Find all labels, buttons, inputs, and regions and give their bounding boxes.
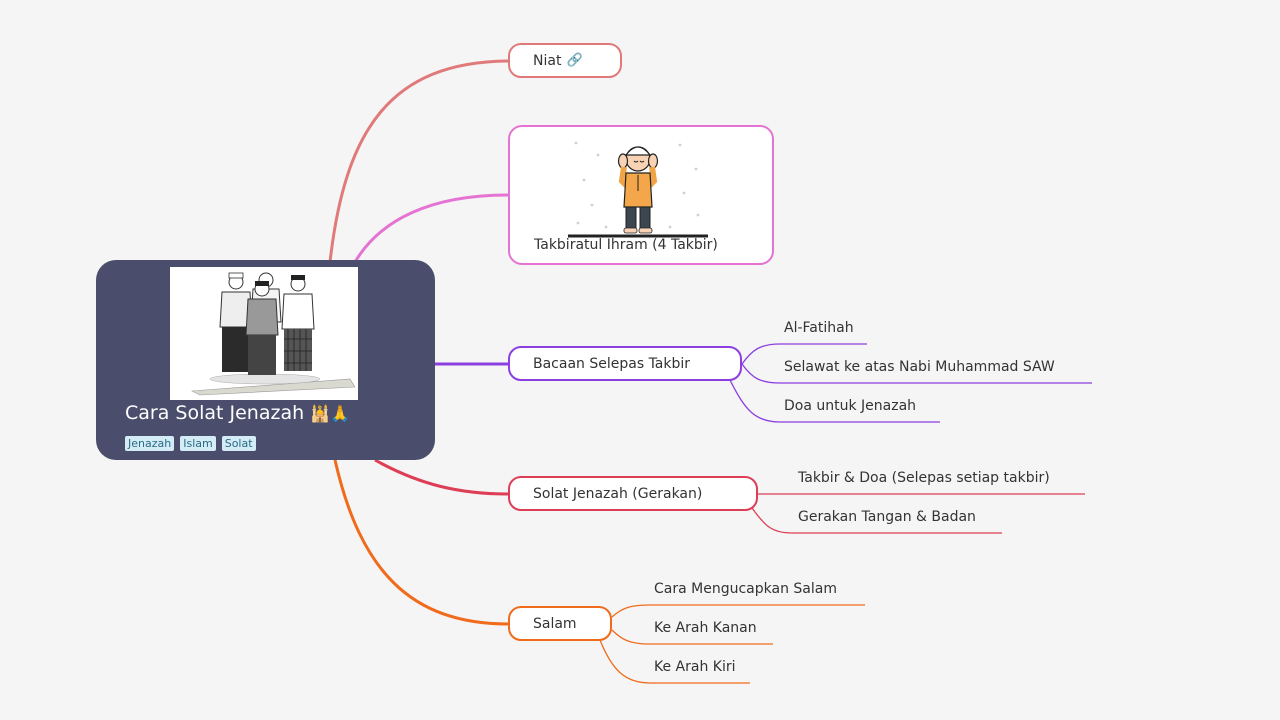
root-tags: Jenazah Islam Solat bbox=[125, 436, 256, 451]
topic-niat[interactable]: Niat 🔗 bbox=[508, 43, 622, 78]
connector-salam-3 bbox=[599, 639, 750, 684]
subtopic-selawat[interactable]: Selawat ke atas Nabi Muhammad SAW bbox=[784, 359, 1055, 375]
connector-salam-1 bbox=[611, 604, 865, 618]
subtopic-cara-salam[interactable]: Cara Mengucapkan Salam bbox=[654, 581, 837, 597]
root-title: Cara Solat Jenazah 🕌🙏 bbox=[125, 402, 350, 424]
connector-salam-2 bbox=[611, 629, 773, 645]
subtopic-gerakan-tangan[interactable]: Gerakan Tangan & Badan bbox=[798, 509, 976, 525]
subtopic-doa-jenazah[interactable]: Doa untuk Jenazah bbox=[784, 398, 917, 414]
topic-bacaan-label: Bacaan Selepas Takbir bbox=[533, 355, 691, 372]
tag-jenazah[interactable]: Jenazah bbox=[125, 436, 175, 451]
topic-takbiratul-ihram-label: Takbiratul Ihram (4 Takbir) bbox=[534, 237, 718, 253]
topic-salam[interactable]: Salam bbox=[508, 606, 612, 641]
connector-solat-2 bbox=[751, 507, 1002, 534]
subtopic-arah-kanan[interactable]: Ke Arah Kanan bbox=[654, 620, 757, 636]
topic-takbiratul-ihram[interactable]: Takbiratul Ihram (4 Takbir) bbox=[508, 125, 774, 265]
root-topic[interactable]: Cara Solat Jenazah 🕌🙏 Jenazah Islam Sola… bbox=[96, 260, 435, 460]
subtopic-al-fatihah[interactable]: Al-Fatihah bbox=[784, 320, 854, 336]
connector-solat bbox=[374, 458, 509, 496]
connector-bacaan-3 bbox=[729, 379, 940, 423]
connector-bacaan-2 bbox=[741, 363, 1092, 384]
topic-niat-label: Niat bbox=[533, 52, 562, 69]
tag-solat[interactable]: Solat bbox=[221, 436, 256, 451]
tag-islam[interactable]: Islam bbox=[180, 436, 216, 451]
mosque-pray-emoji-icon: 🕌🙏 bbox=[310, 404, 351, 423]
topic-salam-label: Salam bbox=[533, 615, 577, 632]
connector-niat bbox=[328, 59, 509, 263]
takbir-boy-illustration-icon bbox=[568, 135, 708, 238]
topic-solat-jenazah-gerakan[interactable]: Solat Jenazah (Gerakan) bbox=[508, 476, 758, 511]
funeral-prayer-illustration-icon bbox=[170, 267, 358, 400]
topic-bacaan-selepas-takbir[interactable]: Bacaan Selepas Takbir bbox=[508, 346, 742, 381]
connector-bacaan-1 bbox=[741, 343, 867, 365]
topic-solat-label: Solat Jenazah (Gerakan) bbox=[533, 485, 703, 502]
subtopic-arah-kiri[interactable]: Ke Arah Kiri bbox=[654, 659, 736, 675]
connector-takbir bbox=[353, 193, 509, 263]
root-title-text: Cara Solat Jenazah bbox=[125, 402, 305, 424]
connector-salam bbox=[333, 459, 509, 626]
subtopic-takbir-doa[interactable]: Takbir & Doa (Selepas setiap takbir) bbox=[798, 470, 1050, 486]
link-icon[interactable]: 🔗 bbox=[566, 53, 583, 68]
